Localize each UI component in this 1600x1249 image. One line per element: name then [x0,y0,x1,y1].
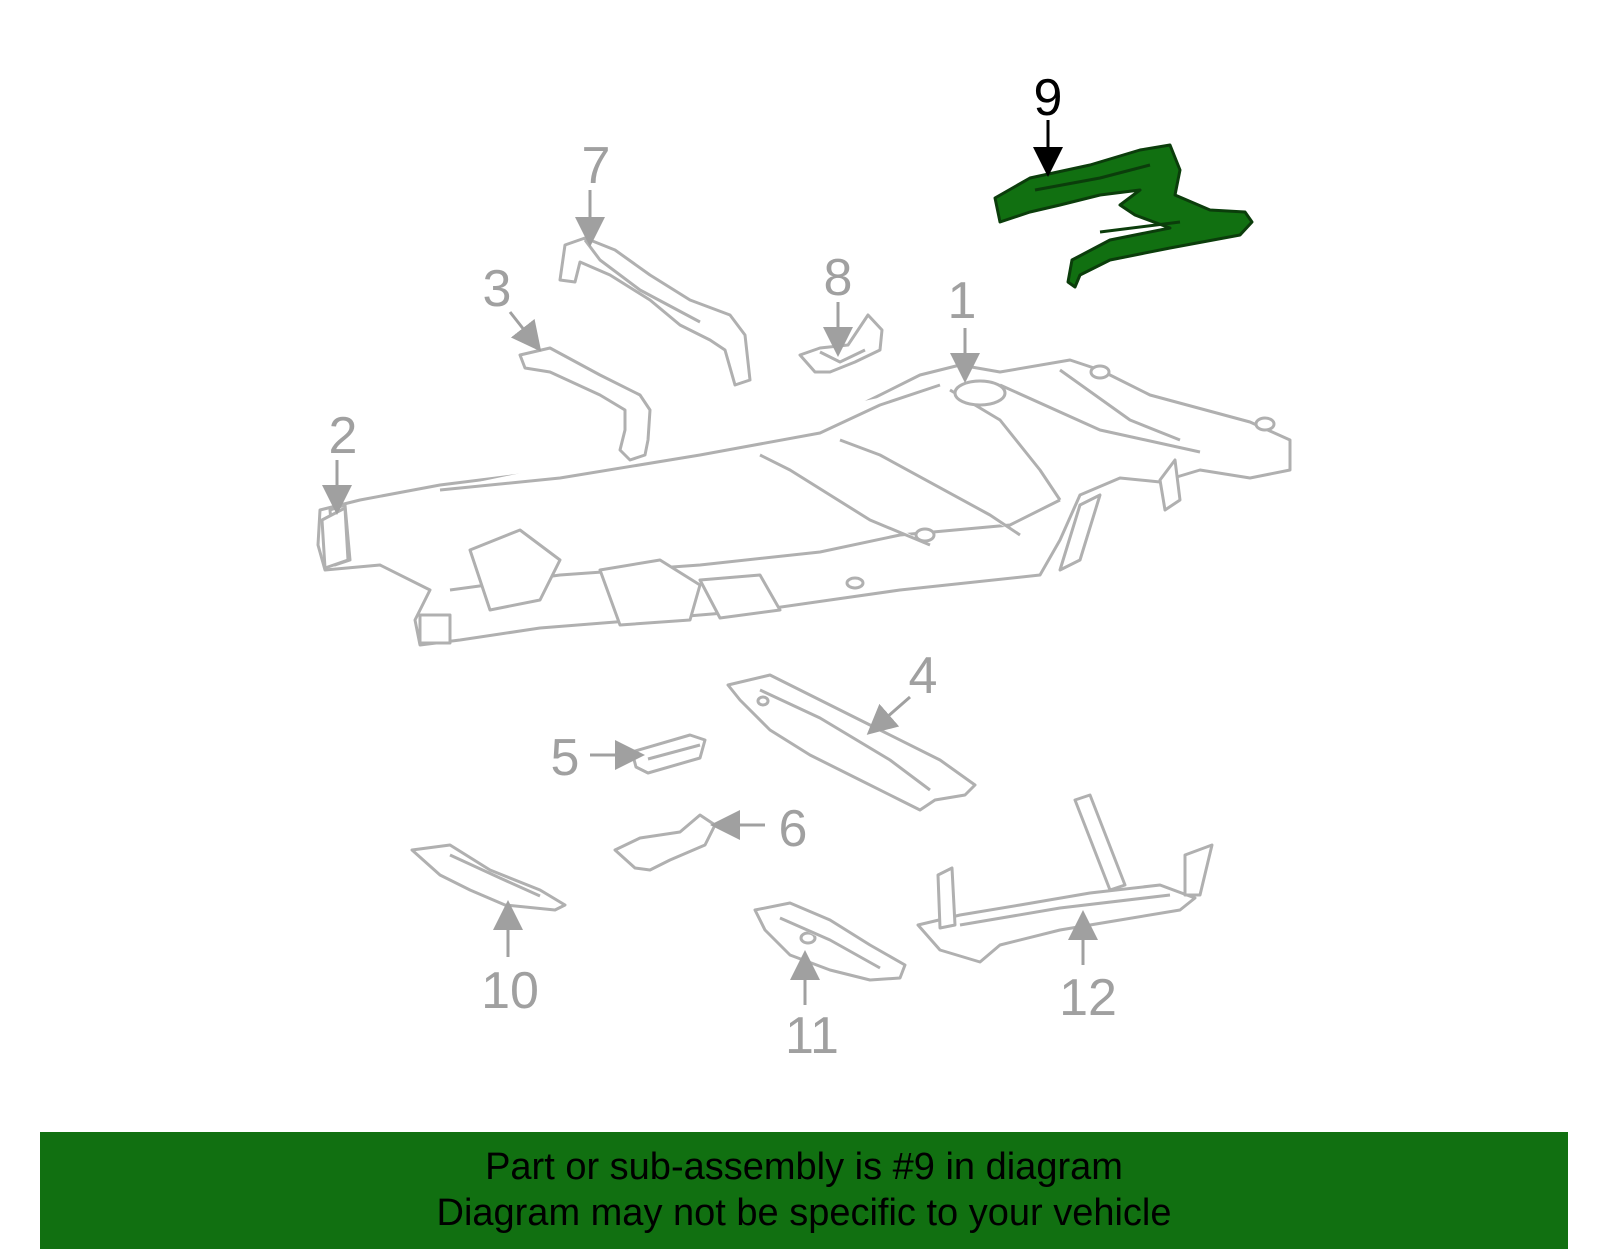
part-9-highlighted [993,143,1254,289]
part-11 [753,901,907,982]
callout-10: 10 [481,962,539,1020]
callout-3: 3 [483,260,512,318]
callout-9: 9 [1034,69,1063,127]
callout-12: 12 [1059,969,1117,1027]
part-7 [558,236,752,387]
banner-line-1: Part or sub-assembly is #9 in diagram [485,1146,1123,1188]
callout-5: 5 [551,729,580,787]
callout-labels: 1 2 3 4 5 6 7 8 9 10 11 12 [329,69,1117,1065]
callout-arrows [322,190,1098,1005]
part-3 [518,346,652,462]
callout-2: 2 [329,407,358,465]
part-10 [410,843,567,912]
callout-7: 7 [582,137,611,195]
callout-11: 11 [785,1007,839,1065]
part-5 [630,733,707,775]
callout-4: 4 [909,647,938,705]
info-banner: Part or sub-assembly is #9 in diagram Di… [40,1132,1568,1249]
part-2 [320,506,350,570]
part-12 [916,793,1214,964]
callout-1: 1 [948,272,977,330]
banner-line-2: Diagram may not be specific to your vehi… [436,1192,1172,1234]
part-8 [798,313,884,374]
part-6 [613,813,717,872]
callout-6: 6 [779,800,808,858]
callout-8: 8 [824,249,853,307]
part-1-frame [316,358,1292,647]
part-4 [726,673,977,812]
